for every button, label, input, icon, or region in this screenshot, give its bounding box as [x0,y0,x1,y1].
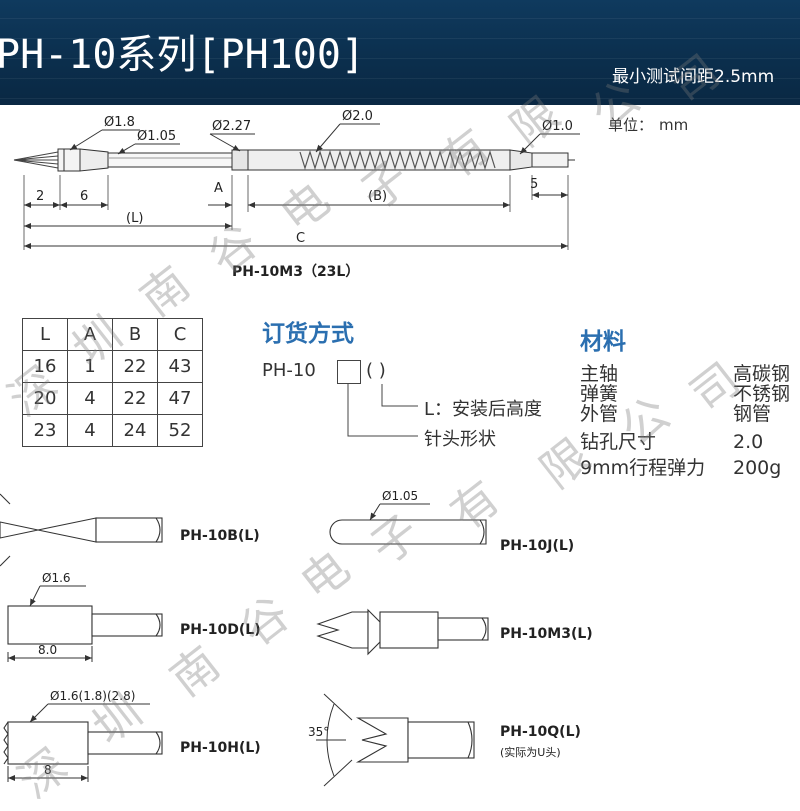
tip-q-drawing [355,717,475,763]
material-name: 主轴 [580,363,619,385]
tip-b-drawing [0,493,163,567]
callout-d10: Ø1.0 [542,119,573,134]
tip-h-drawing [3,721,163,765]
dim-c: C [296,231,305,246]
tip-m3-label: PH-10M3(L) [500,626,593,642]
dim-5: 5 [530,177,538,192]
materials-title: 材料 [580,329,626,355]
material-name: 外管 [580,403,619,425]
tip-m3-drawing [316,608,489,656]
callout-d20: Ø2.0 [342,109,373,124]
page-title: PH-10系列[PH100] [0,32,365,78]
table-row: 16 1 22 43 [22,350,203,383]
order-code-paren: ( ) [366,360,386,381]
callout-d227: Ø2.27 [212,119,251,134]
dim-a: A [214,181,223,196]
material-value: 高碳钢 [733,363,791,385]
main-probe-drawing: Ø1.8 Ø1.05 Ø2.27 Ø2.0 Ø1.0 2 6 A (B) 5 (… [13,109,580,280]
tip-b-label: PH-10B(L) [180,528,260,544]
tip-j-callout: Ø1.05 [382,489,418,503]
tip-q-note: (实际为U头) [500,746,561,759]
table-cell: 22 [112,350,158,383]
main-drawing-caption: PH-10M3（23L） [232,264,359,280]
material-value: 不锈钢 [733,383,791,405]
tip-q-label: PH-10Q(L) [500,724,581,740]
spec-table: L A B C 16 1 22 43 20 4 22 47 23 4 24 52 [22,318,203,447]
dim-6: 6 [80,189,88,204]
table-cell: 1 [67,350,113,383]
order-l-note: L：安装后高度 [424,399,543,420]
material-value: 钢管 [733,403,772,425]
dim-2: 2 [36,189,44,204]
order-code-prefix: PH-10 [262,360,316,381]
dim-b: (B) [368,189,387,204]
tip-d-dim: 8.0 [38,643,57,657]
probe-spring [299,149,496,171]
table-cell: 16 [22,350,68,383]
material-name: 钻孔尺寸 [580,431,657,453]
table-header-cell: C [157,318,203,351]
min-pitch-subtitle: 最小测试间距2.5mm [612,67,775,87]
table-cell: 47 [157,382,203,415]
order-tip-note: 针头形状 [424,429,496,450]
material-value: 200g [733,457,782,479]
table-cell: 20 [22,382,68,415]
table-cell: 4 [67,414,113,447]
table-row: 20 4 22 47 [22,382,203,415]
table-cell: 43 [157,350,203,383]
material-value: 2.0 [733,431,764,453]
material-name: 弹簧 [580,383,619,405]
material-name: 9mm行程弹力 [580,457,706,479]
table-row: 23 4 24 52 [22,414,203,447]
table-cell: 52 [157,414,203,447]
tip-h-callout: Ø1.6(1.8)(2.8) [50,689,135,703]
header-banner: PH-10系列[PH100] 最小测试间距2.5mm [0,0,800,105]
tip-j-label: PH-10J(L) [500,538,575,554]
ordering-title: 订货方式 [262,321,354,347]
probe-plunger-taper [79,148,109,172]
unit-label-text: 单位： [608,116,654,134]
dim-l: (L) [126,211,143,226]
table-cell: 24 [112,414,158,447]
callout-d18: Ø1.8 [104,115,135,130]
tip-h-label: PH-10H(L) [180,740,261,756]
tip-h-dim: 8 [44,763,52,777]
unit-value: mm [659,116,689,134]
unit-label: 单位： mm [608,114,688,135]
tip-d-callout: Ø1.6 [42,571,71,585]
tip-q-angle: 35° [308,725,329,739]
tip-d-drawing [7,605,163,645]
tip-j-drawing [329,519,487,545]
probe-tip-crown [13,151,59,169]
table-cell: 23 [22,414,68,447]
callout-d105: Ø1.05 [137,129,176,144]
table-header-row: L A B C [22,318,203,351]
order-code-box [337,360,361,384]
tip-d-label: PH-10D(L) [180,622,261,638]
